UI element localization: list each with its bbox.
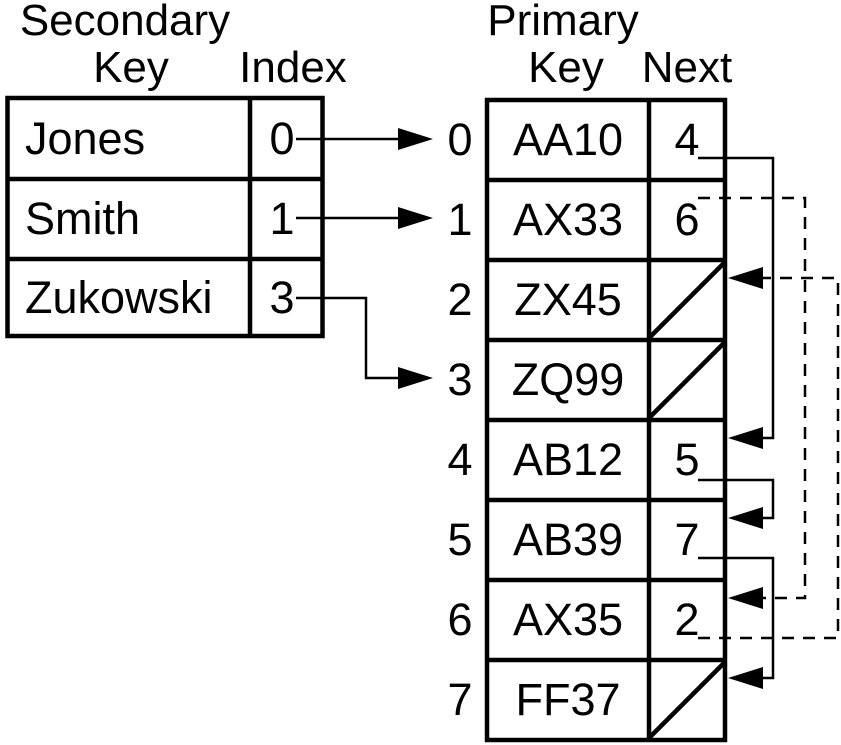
primary-key-cell: AB12 (513, 434, 623, 485)
primary-slot-label: 1 (447, 194, 472, 245)
secondary-index-header: Index (239, 43, 347, 92)
arrow-next5-to-slot5 (698, 478, 775, 529)
arrowhead-right-icon (398, 128, 433, 150)
arrow-line (698, 556, 775, 680)
null-pointer-slash-slot7 (648, 661, 726, 739)
arrow-next2-to-slot2 (698, 267, 840, 640)
primary-slot-label: 4 (447, 434, 472, 485)
primary-key-header: Key (528, 43, 604, 92)
secondary-table-title: Secondary (20, 0, 230, 45)
secondary-key-header: Key (93, 43, 169, 92)
primary-slot-label: 5 (447, 514, 472, 565)
arrowhead-left-icon (728, 667, 763, 689)
primary-slot-label: 2 (447, 274, 472, 325)
primary-key-cell: AB39 (513, 514, 623, 565)
primary-key-cell: ZX45 (514, 274, 622, 325)
primary-next-cell: 7 (674, 514, 699, 565)
primary-next-cell: 4 (674, 114, 699, 165)
primary-next-cell: 6 (674, 194, 699, 245)
arrow-line (698, 156, 775, 440)
arrow-line (296, 296, 398, 380)
primary-key-cell: AX35 (513, 594, 623, 645)
arrowhead-left-icon (728, 507, 763, 529)
arrow-line-dashed (698, 196, 807, 600)
arrow-line (698, 478, 775, 520)
secondary-key-cell: Zukowski (25, 272, 213, 323)
arrowhead-right-icon (398, 367, 433, 389)
primary-key-cell: FF37 (515, 674, 620, 725)
arrow-next6-to-slot6 (698, 196, 807, 609)
secondary-table: Jones Smith Zukowski 0 1 3 (5, 95, 325, 339)
arrow-next7-to-slot7 (698, 556, 775, 689)
primary-table: 0 1 2 3 4 5 6 7 AA10 AX33 ZX45 ZQ99 AB12… (447, 97, 728, 743)
arrow-index0-to-slot0 (296, 128, 433, 150)
primary-key-cell: AA10 (513, 114, 623, 165)
primary-key-cell: ZQ99 (512, 354, 625, 405)
arrow-next4-to-slot4 (698, 156, 775, 449)
primary-key-cell: AX33 (513, 194, 623, 245)
primary-next-cell: 2 (674, 594, 699, 645)
primary-slot-label: 0 (447, 114, 472, 165)
primary-table-title: Primary (487, 0, 639, 45)
secondary-index-cell: 1 (269, 193, 294, 244)
arrow-index1-to-slot1 (296, 207, 433, 229)
primary-slot-label: 3 (447, 354, 472, 405)
null-pointer-slash-slot3 (648, 341, 726, 419)
primary-slot-label: 6 (447, 594, 472, 645)
primary-next-header: Next (642, 43, 732, 92)
arrowhead-right-icon (398, 207, 433, 229)
primary-slot-label: 7 (447, 674, 472, 725)
secondary-index-cell: 3 (269, 272, 294, 323)
arrowhead-left-icon (728, 267, 763, 289)
secondary-key-cell: Jones (25, 113, 145, 164)
secondary-key-cell: Smith (25, 193, 140, 244)
arrowhead-left-icon (728, 587, 763, 609)
arrow-line-dashed (698, 276, 840, 640)
arrowhead-left-icon (728, 427, 763, 449)
arrow-index3-to-slot3 (296, 296, 433, 389)
null-pointer-slash-slot2 (648, 261, 726, 339)
secondary-index-cell: 0 (269, 113, 294, 164)
primary-next-cell: 5 (674, 434, 699, 485)
